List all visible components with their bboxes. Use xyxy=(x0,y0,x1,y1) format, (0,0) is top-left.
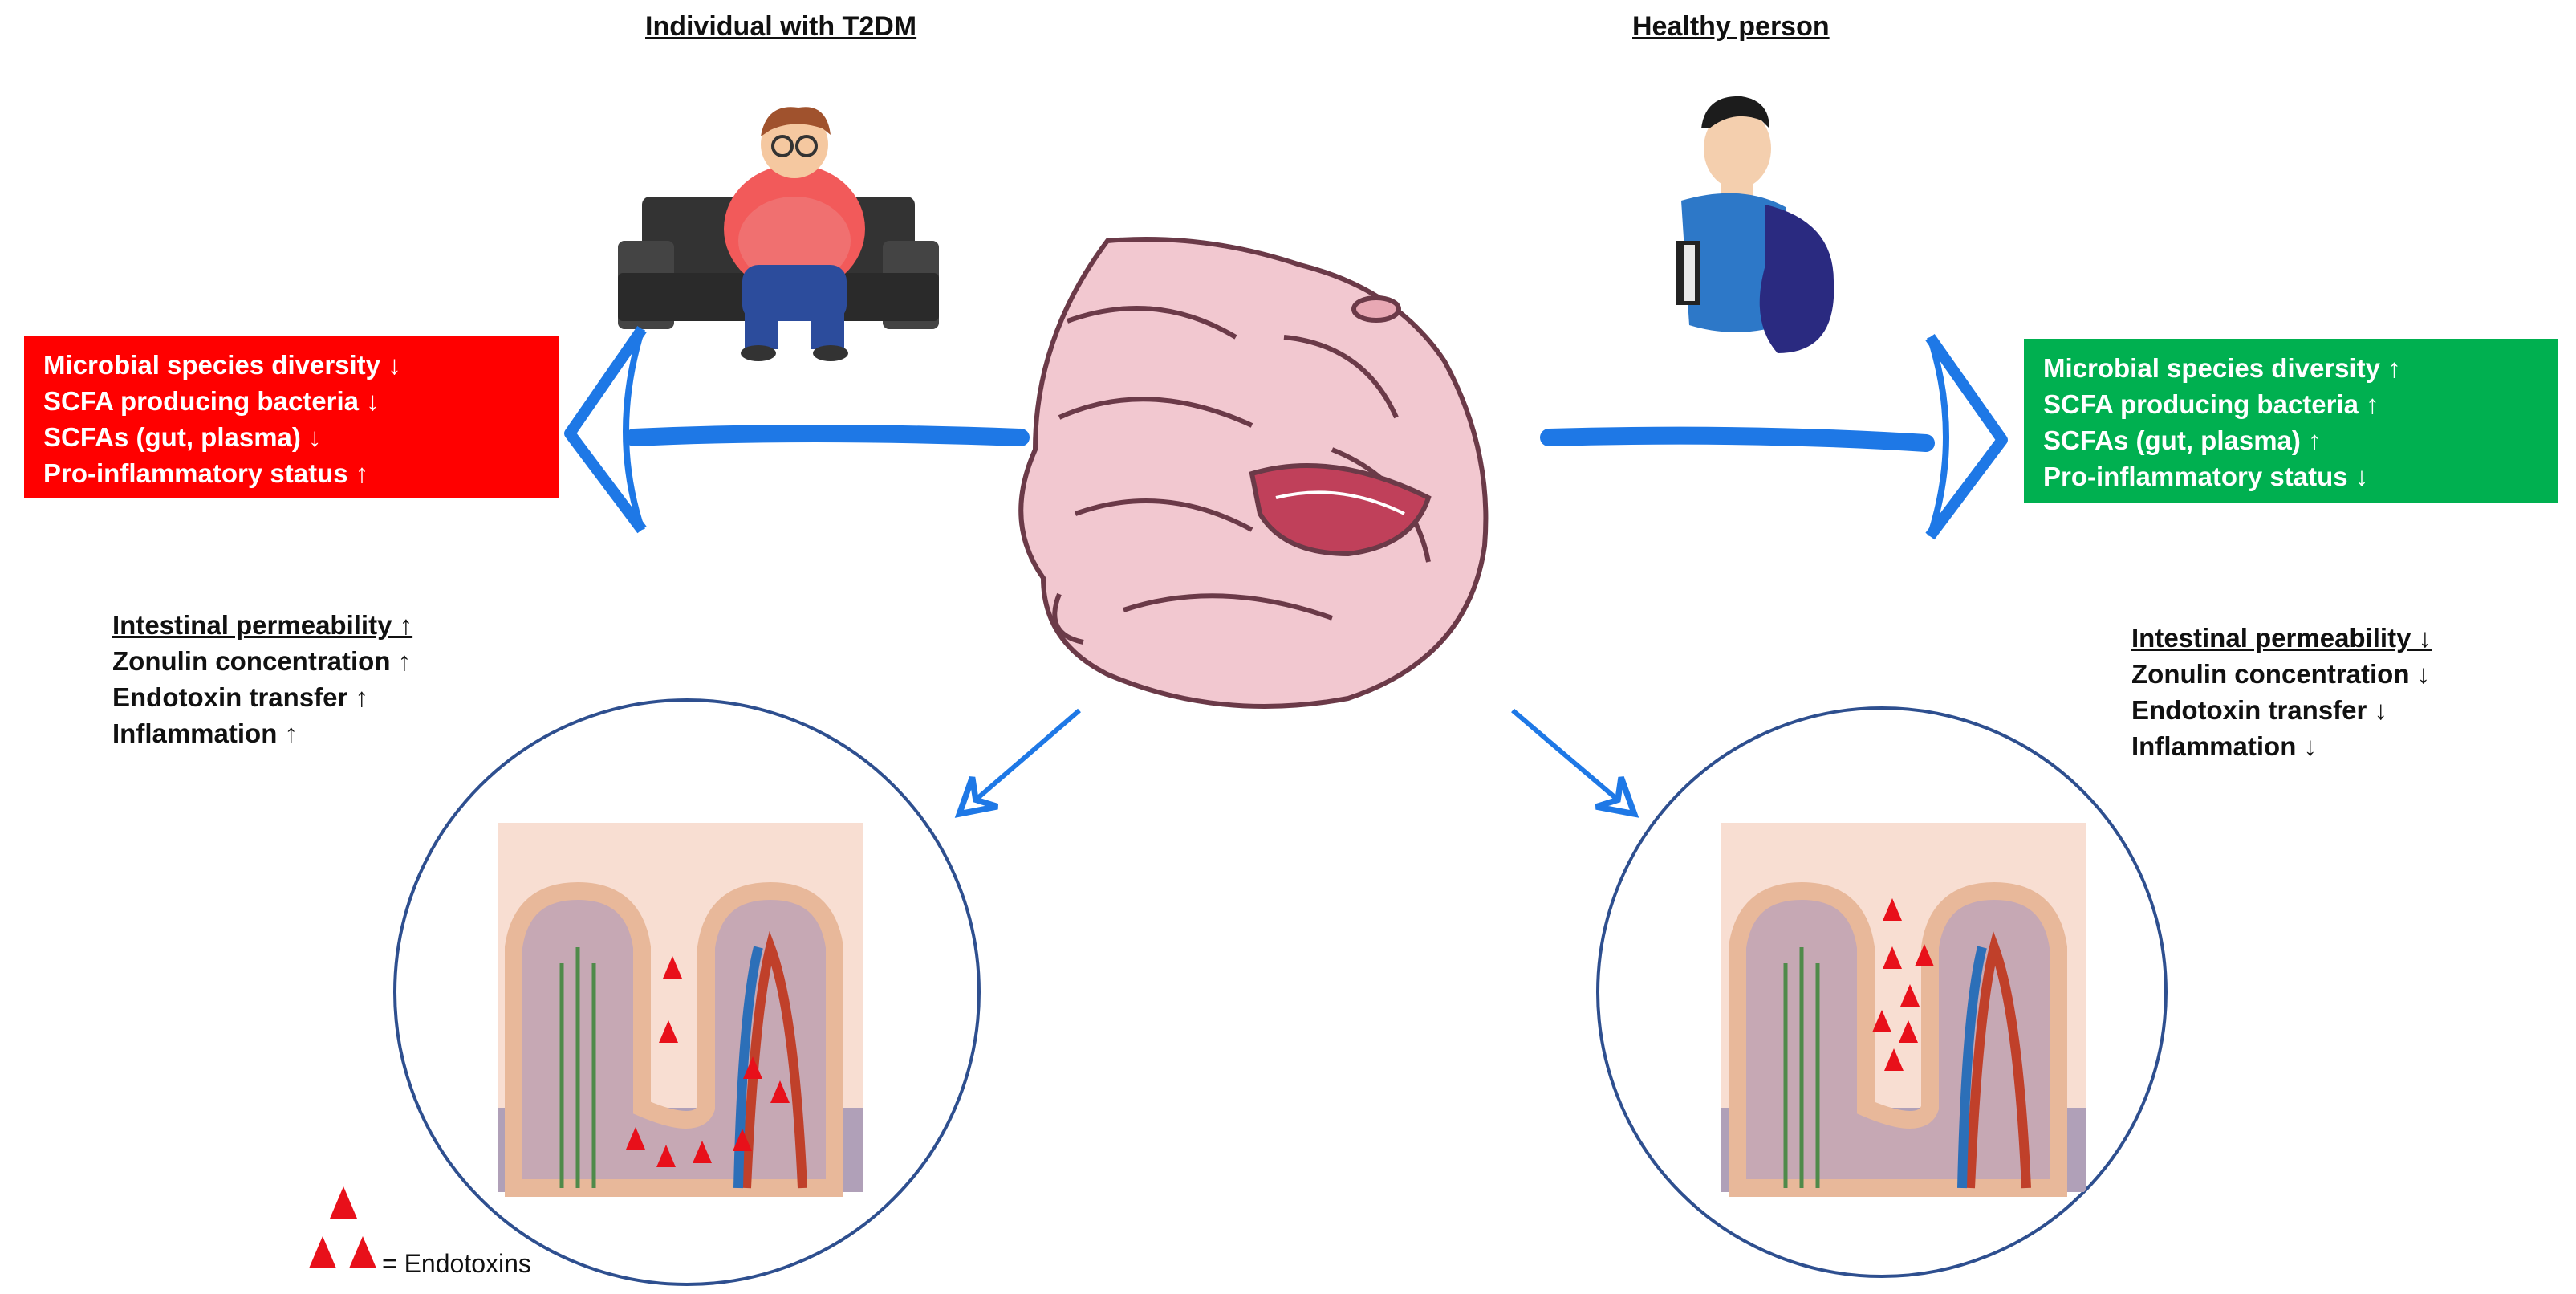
endotoxin-marker xyxy=(733,1129,752,1151)
arrow-down-left xyxy=(954,708,1081,818)
t2dm-stat-line: Zonulin concentration ↑ xyxy=(112,646,412,676)
endotoxin-marker xyxy=(1872,1010,1891,1032)
healthy-microbiome-box: Microbial species diversity ↑ SCFA produ… xyxy=(2024,339,2558,503)
endotoxin-marker xyxy=(656,1145,676,1167)
endotoxin-marker xyxy=(770,1080,790,1103)
healthy-stat-line: Endotoxin transfer ↓ xyxy=(2131,695,2388,725)
endotoxin-markers xyxy=(626,898,1934,1167)
legend-label: = Endotoxins xyxy=(382,1249,531,1278)
endotoxin-marker xyxy=(1900,984,1920,1007)
t2dm-box-line: SCFAs (gut, plasma) ↓ xyxy=(43,422,322,452)
endotoxin-marker xyxy=(1899,1020,1918,1043)
healthy-box-line: Microbial species diversity ↑ xyxy=(2043,353,2401,383)
arrow-down-right xyxy=(1511,708,1639,818)
healthy-permeability-stats: Intestinal permeability ↓ Zonulin concen… xyxy=(2131,620,2432,764)
endotoxin-marker xyxy=(693,1141,712,1163)
endotoxin-marker xyxy=(1884,1048,1904,1071)
villi-circle-healthy xyxy=(1596,706,2168,1278)
endotoxin-marker xyxy=(663,956,682,979)
endotoxin-marker xyxy=(743,1056,762,1079)
intestine-illustration xyxy=(1018,237,1489,709)
arrow-to-healthy xyxy=(1540,333,2008,540)
t2dm-stat-line: Intestinal permeability ↑ xyxy=(112,610,413,640)
endotoxin-marker xyxy=(1915,944,1934,966)
t2dm-person-illustration xyxy=(618,107,939,361)
t2dm-stat-line: Endotoxin transfer ↑ xyxy=(112,682,369,712)
heading-t2dm: Individual with T2DM xyxy=(645,11,917,42)
legend-endotoxin-icon xyxy=(309,1186,376,1268)
healthy-box-line: Pro-inflammatory status ↓ xyxy=(2043,462,2369,491)
villi-circle-t2dm xyxy=(393,698,981,1286)
endotoxin-marker xyxy=(1883,898,1902,921)
heading-healthy: Healthy person xyxy=(1632,11,1830,42)
t2dm-box-line: SCFA producing bacteria ↓ xyxy=(43,386,380,416)
endotoxin-marker xyxy=(1883,946,1902,969)
t2dm-stat-line: Inflammation ↑ xyxy=(112,718,299,748)
healthy-stat-line: Zonulin concentration ↓ xyxy=(2131,659,2431,689)
t2dm-microbiome-box: Microbial species diversity ↓ SCFA produ… xyxy=(24,336,559,498)
t2dm-box-line: Pro-inflammatory status ↑ xyxy=(43,458,369,488)
t2dm-permeability-stats: Intestinal permeability ↑ Zonulin concen… xyxy=(112,607,412,751)
healthy-stat-line: Intestinal permeability ↓ xyxy=(2131,623,2432,653)
endotoxin-marker xyxy=(659,1020,678,1043)
healthy-box-line: SCFA producing bacteria ↑ xyxy=(2043,389,2379,419)
healthy-stat-line: Inflammation ↓ xyxy=(2131,731,2318,761)
arrow-to-t2dm xyxy=(564,326,1030,534)
t2dm-box-line: Microbial species diversity ↓ xyxy=(43,350,401,380)
endotoxin-marker xyxy=(626,1127,645,1150)
healthy-box-line: SCFAs (gut, plasma) ↑ xyxy=(2043,425,2322,455)
healthy-person-illustration xyxy=(1676,96,1834,353)
